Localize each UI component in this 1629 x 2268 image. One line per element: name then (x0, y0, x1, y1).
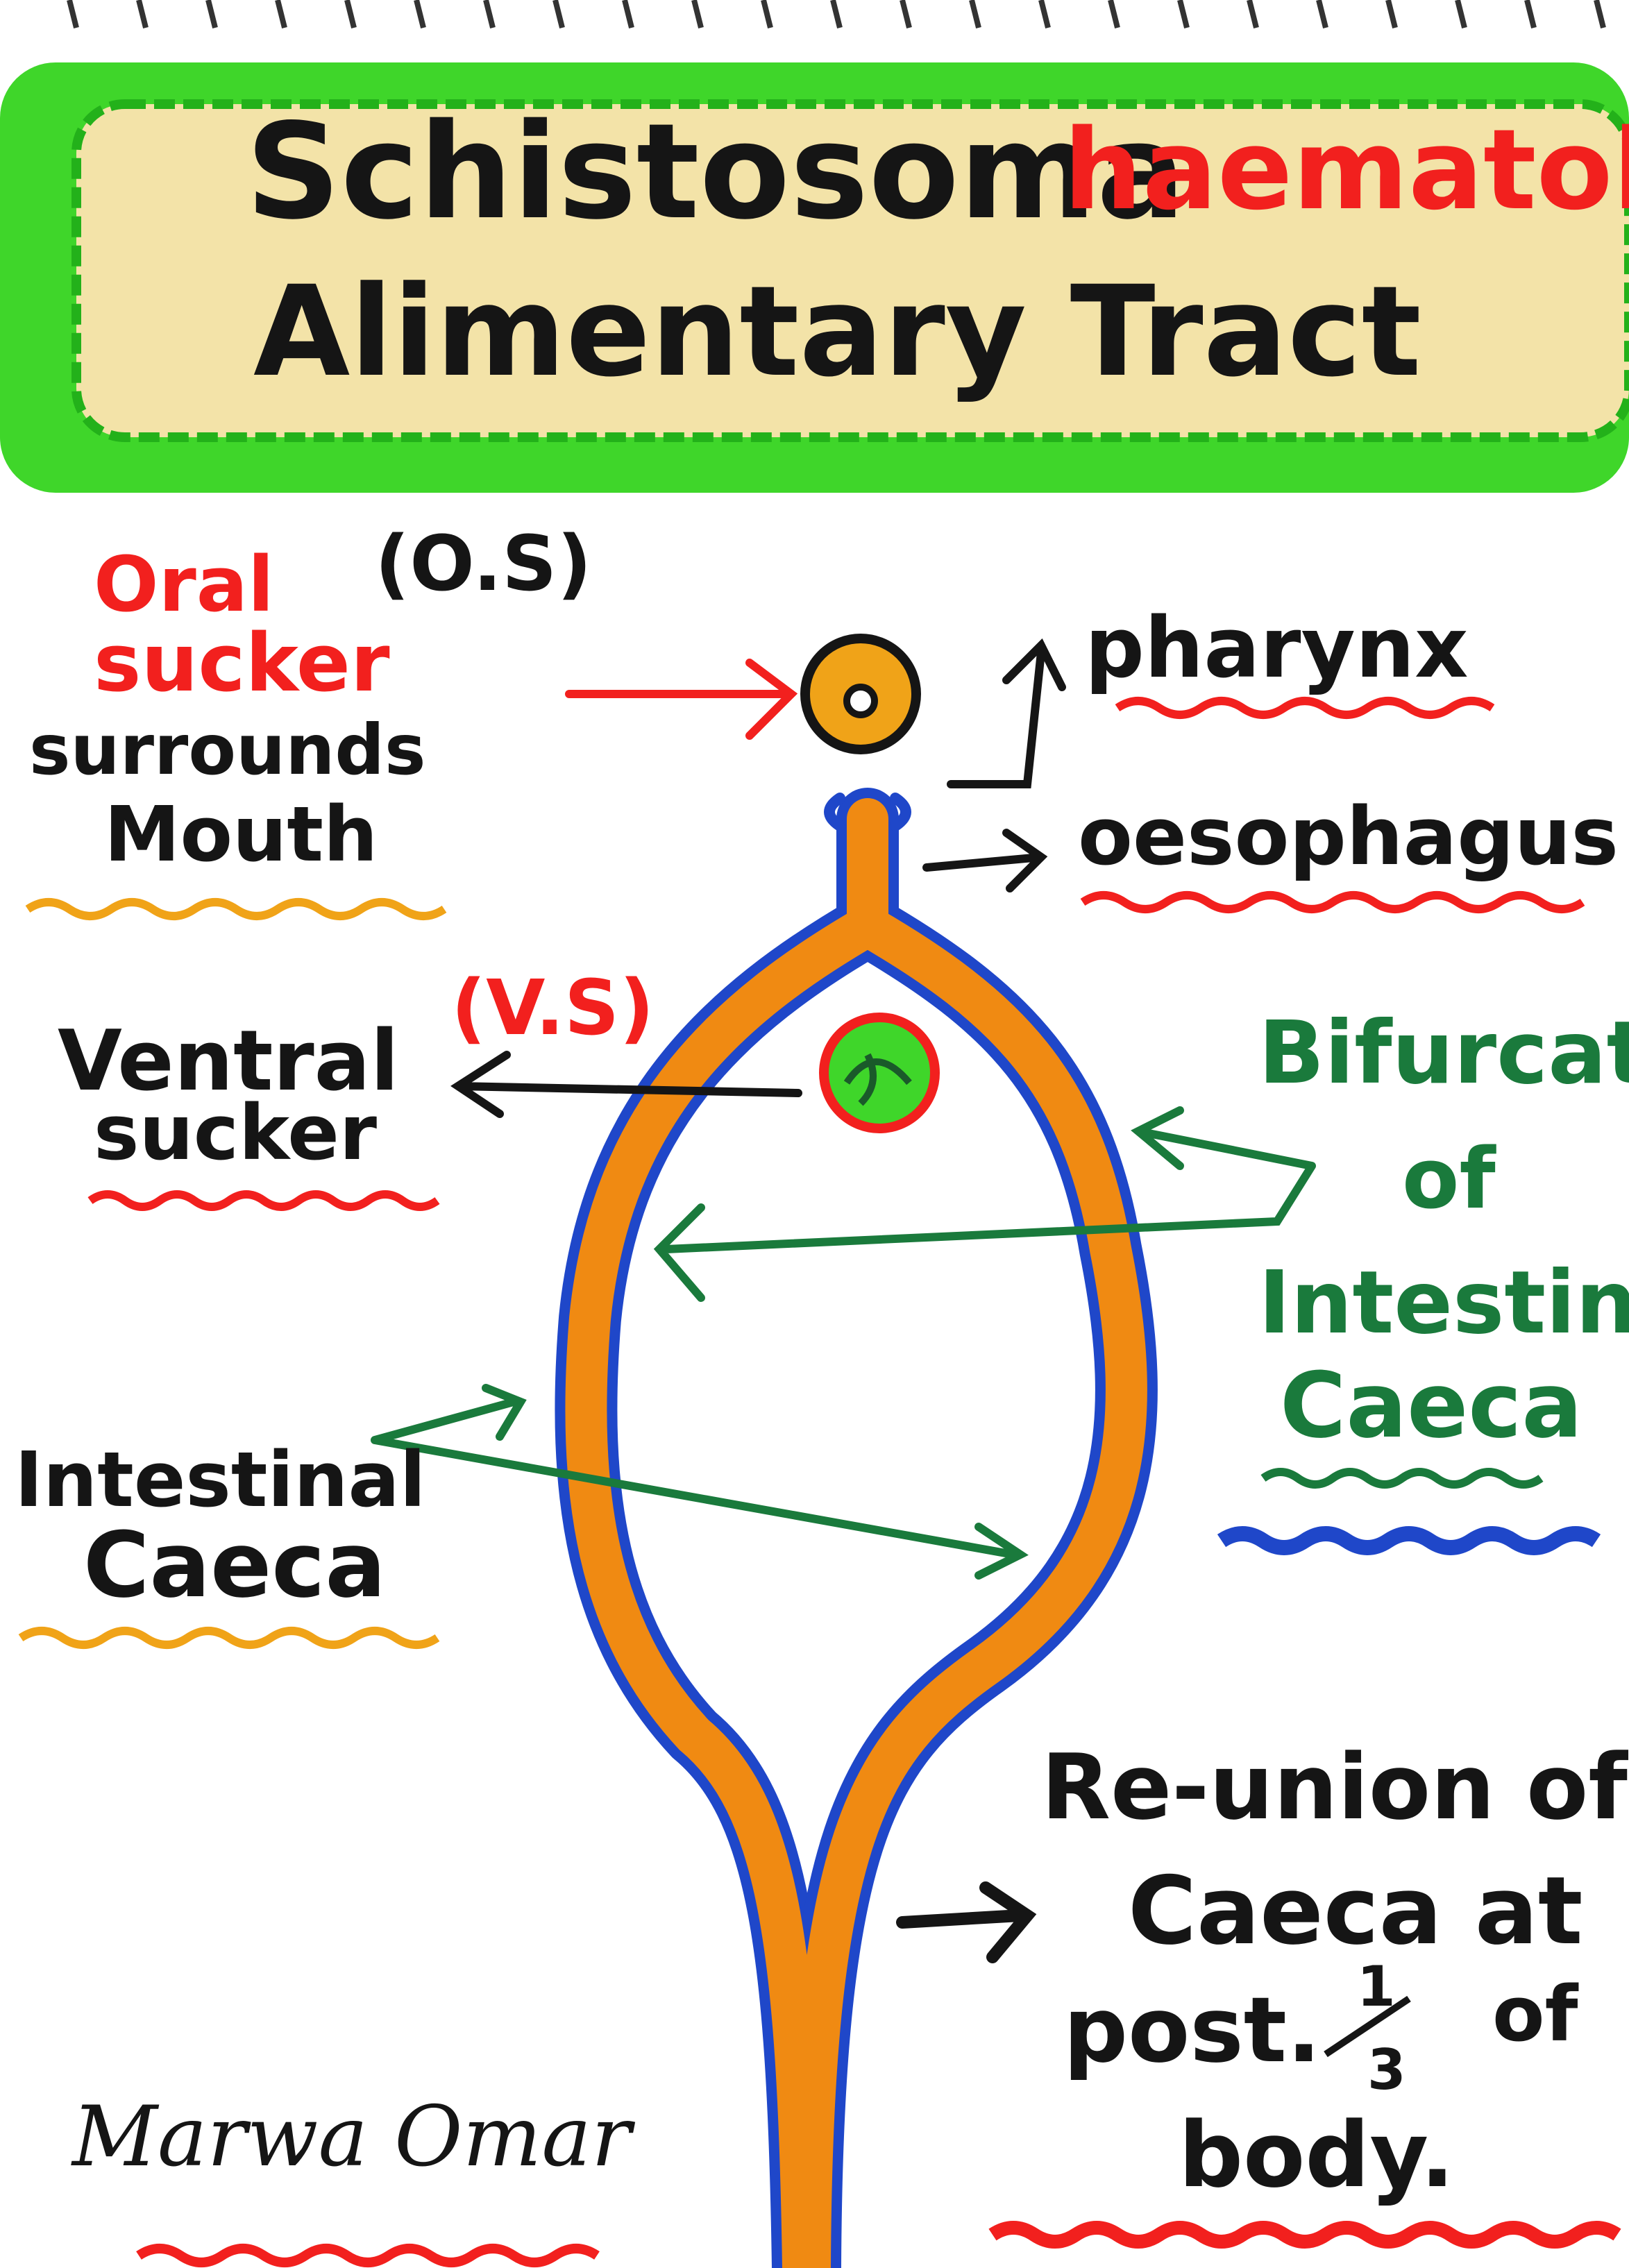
label-ventral: Ventral (58, 1013, 399, 1110)
label-reunion-line1: Re-union of (1041, 1734, 1628, 1840)
label-surrounds: surrounds (29, 709, 426, 790)
title-subtitle: Alimentary Tract (253, 260, 1421, 405)
label-reunion-post: post. (1063, 1977, 1321, 2083)
label-sucker: sucker (94, 617, 390, 710)
label-reunion-line2: Caeca at (1128, 1856, 1583, 1965)
ventral-sucker (819, 1013, 940, 1133)
label-intestinal-right: Intestinal (1258, 1253, 1629, 1353)
arrow-ventral-sucker (450, 1051, 802, 1118)
arrow-intestinal-caeca (371, 1384, 1029, 1580)
oral-sucker (800, 634, 921, 754)
arrow-reunion (896, 1881, 1037, 1963)
label-oesophagus: oesophagus (1078, 790, 1619, 883)
signature: Marwa Omar (71, 2089, 636, 2185)
title-genus: Schistosoma (246, 95, 1185, 248)
label-caeca-right: Caeca (1280, 1353, 1582, 1458)
label-intestinal-left: Intestinal (15, 1435, 425, 1524)
label-bifurcation: Bifurcation (1258, 1003, 1629, 1103)
label-ventral-sucker: sucker (94, 1088, 377, 1177)
spiral-binding (67, 0, 1606, 28)
arrow-bifurcation (653, 1106, 1316, 1302)
label-reunion-body: body. (1179, 2102, 1455, 2208)
intestinal-caeca-drawing (586, 798, 1126, 2268)
squiggle-underlines (18, 697, 1621, 2267)
label-mouth: Mouth (104, 790, 378, 879)
label-caeca-left: Caeca (83, 1512, 386, 1618)
title-banner: Schistosoma haematobium Alimentary Tract (0, 62, 1629, 493)
label-fraction-denominator: 3 (1367, 2038, 1406, 2102)
label-of: of (1402, 1131, 1496, 1228)
label-ventral-abbr: (V.S) (451, 963, 655, 1052)
arrow-oesophagus (922, 829, 1048, 892)
arrow-to-oral-sucker (565, 659, 798, 740)
arrows (371, 638, 1316, 1963)
label-oral: Oral (94, 540, 274, 629)
arrow-pharynx (947, 638, 1066, 788)
title-species: haematobium (1063, 105, 1629, 235)
label-oral-abbr: (O.S) (375, 519, 592, 608)
label-pharynx: pharynx (1085, 600, 1469, 697)
label-reunion-of: of (1492, 1970, 1579, 2058)
labels: Oral (O.S) sucker surrounds Mouth pharyn… (15, 519, 1629, 2208)
